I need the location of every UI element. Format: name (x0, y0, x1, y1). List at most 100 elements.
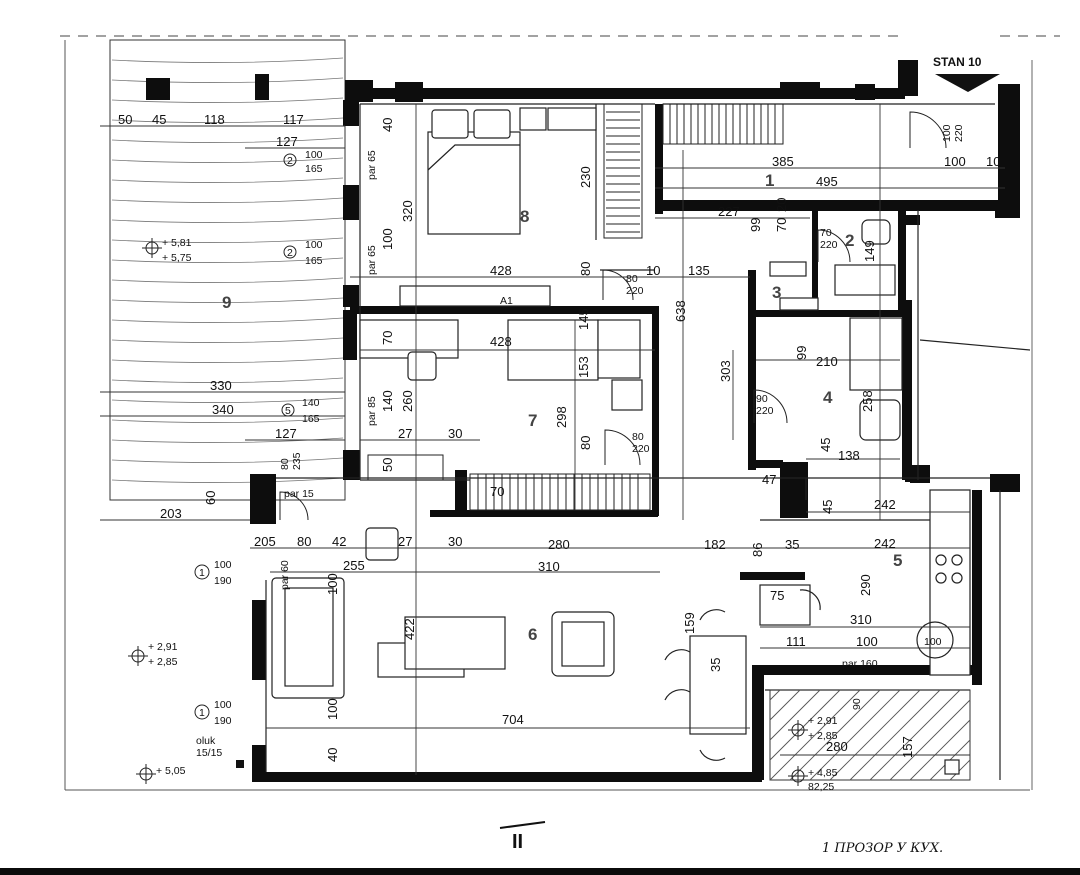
dim-value: 340 (212, 402, 234, 417)
pillow (431, 109, 469, 139)
dim-value: 230 (578, 166, 593, 188)
chair (407, 351, 437, 381)
opening-num: 2 (287, 247, 293, 259)
level-mark: + 2,91 + 2,85 (128, 641, 178, 668)
room-9-label: 9 (222, 293, 231, 312)
opening-w: 100 (214, 699, 232, 711)
door-w: 90 (851, 698, 863, 710)
dim-value: 135 (688, 263, 710, 278)
pillow (473, 109, 511, 139)
dim-value: 117 (283, 112, 304, 127)
wardrobes (367, 103, 784, 511)
dim-value: 255 (343, 558, 365, 573)
dim-value: 157 (900, 736, 915, 758)
door-w: 90 (756, 393, 768, 405)
dimension-values: 50 45 118 117 127 385 495 100 10 227 99 … (118, 112, 1000, 762)
dim-value: 182 (704, 537, 726, 552)
opening-tag: 1 100 190 (194, 559, 232, 587)
dim-value: 100 (325, 573, 340, 595)
dim-value: 704 (502, 712, 524, 727)
dim-value: 111 (786, 634, 806, 649)
handwritten-note: 1 ПРОЗОР У КУХ. (822, 841, 943, 856)
dim-value: 30 (448, 426, 462, 441)
oluk-label: oluk (196, 735, 216, 747)
dim-value: 260 (400, 390, 415, 412)
bottom-edge (0, 868, 1080, 875)
svg-text:+ 2,91: + 2,91 (148, 641, 178, 653)
room-labels: 1 2 3 4 5 6 7 8 9 (222, 171, 902, 644)
dim-value: 138 (838, 448, 860, 463)
terrace-hatching (109, 39, 346, 501)
parapet-label: par 65 (366, 245, 378, 275)
dim-value: 45 (820, 500, 835, 514)
stan-label: STAN 10 (933, 55, 982, 69)
opening-w: 100 (214, 559, 232, 571)
room-3-label: 3 (772, 283, 781, 302)
level-marks: + 5,81 + 5,75 + 2,91 + 2,85 + 2,91 + 2,8… (128, 237, 942, 793)
dim-value: 70 (774, 218, 789, 232)
level-mark: + 5,05 (136, 764, 186, 784)
dim-value: 75 (770, 588, 784, 603)
opening-w: 140 (302, 397, 320, 409)
top-dashed-boundary (60, 35, 1060, 791)
dim-value: 60 (203, 491, 218, 505)
svg-text:+ 5,75: + 5,75 (162, 252, 192, 264)
dim-value: 258 (860, 390, 875, 412)
balcony-hatch (769, 689, 971, 781)
svg-text:82,25: 82,25 (808, 781, 834, 793)
dim-value: 30 (448, 534, 462, 549)
dim-value: 422 (402, 618, 417, 640)
opening-h: 190 (214, 575, 232, 587)
dim-value: 86 (750, 543, 765, 557)
dim-value: 310 (538, 559, 560, 574)
opening-num: 5 (285, 405, 291, 417)
dim-value: 320 (400, 200, 415, 222)
dim-value: 80 (578, 436, 593, 450)
circle-100: 100 (924, 636, 942, 648)
door-w: 70 (820, 227, 832, 239)
dim-value: 27 (398, 534, 412, 549)
opening-num: 2 (287, 155, 293, 167)
dim-value: 310 (850, 612, 872, 627)
dim-value: 203 (160, 506, 182, 521)
room-6-label: 6 (528, 625, 537, 644)
opening-h: 165 (302, 413, 320, 425)
dim-value: 298 (554, 406, 569, 428)
dim-value: 153 (576, 356, 591, 378)
opening-tag: 5 140 165 (281, 397, 320, 425)
dim-value: 385 (772, 154, 794, 169)
section-label: II (512, 831, 523, 853)
dim-value: 100 (325, 698, 340, 720)
dim-value: 45 (152, 112, 166, 127)
dim-value: 227 (718, 204, 740, 219)
dim-value: 10 (646, 263, 660, 278)
room-1-label: 1 (765, 171, 774, 190)
parapet-label: par 85 (366, 396, 378, 426)
svg-text:+ 5,81: + 5,81 (162, 237, 192, 249)
opening-w: 100 (305, 149, 323, 161)
dim-value: 70 (380, 331, 395, 345)
opening-tag: 1 100 190 (194, 699, 232, 727)
dim-value: 303 (718, 360, 733, 382)
parapet-label: par 160 (842, 658, 878, 670)
opening-h: 190 (214, 715, 232, 727)
room-5-label: 5 (893, 551, 902, 570)
dim-value: 149 (862, 240, 877, 262)
svg-text:+ 2,85: + 2,85 (808, 730, 838, 742)
dim-value: 495 (816, 174, 838, 189)
svg-text:+ 2,91: + 2,91 (808, 715, 838, 727)
dim-value: 159 (682, 612, 697, 634)
room-8-label: 8 (520, 207, 529, 226)
svg-text:+ 2,85: + 2,85 (148, 656, 178, 668)
dim-value: 242 (874, 497, 896, 512)
level-mark: + 4,85 82,25 (788, 766, 838, 793)
dim-value: 50 (380, 458, 395, 472)
door-w: 80 (632, 431, 644, 443)
parapet-label: par 15 (284, 488, 314, 500)
opening-num: 1 (199, 707, 205, 719)
dim-value: 35 (708, 658, 723, 672)
room-2-label: 2 (845, 231, 854, 250)
door-h: 220 (820, 239, 838, 251)
level-mark: + 5,81 + 5,75 (142, 237, 192, 264)
